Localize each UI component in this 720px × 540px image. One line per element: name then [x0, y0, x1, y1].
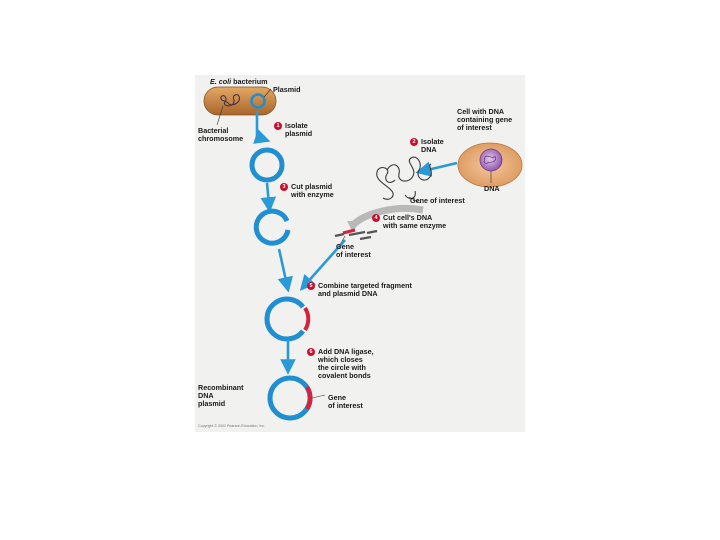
step-number: 5 [307, 282, 315, 290]
gene-of-interest-label-final: Gene of interest [328, 393, 363, 410]
recombinant-dna-figure: E. coli bacterium Plasmid Bacterial chro… [195, 75, 525, 432]
combined-plasmid [264, 296, 311, 342]
eukaryotic-cell [457, 142, 523, 188]
dna-label: DNA [484, 184, 500, 193]
plasmid-label: Plasmid [273, 85, 301, 94]
step-number: 2 [410, 138, 418, 146]
isolated-plasmid [249, 147, 285, 183]
nucleus-icon [479, 148, 503, 172]
ecoli-bacterium [203, 86, 277, 116]
gene-of-interest-label-fragment: Gene of interest [410, 196, 465, 205]
step-number: 3 [280, 183, 288, 191]
ecoli-bacterium-label: E. coli bacterium [210, 77, 268, 86]
step-number: 6 [307, 348, 315, 356]
bacterial-chromosome-label: Bacterial chromosome [198, 126, 244, 143]
bacterial-chromosome-icon [220, 94, 240, 107]
gene-of-interest-label-cut: Gene of interest [336, 242, 371, 259]
plasmid-icon [250, 93, 266, 109]
cell-with-dna-label: Cell with DNA containing gene of interes… [457, 107, 513, 132]
step-number: 4 [372, 214, 380, 222]
step-number: 1 [274, 122, 282, 130]
cut-plasmid [253, 208, 291, 246]
dna-fragments [334, 228, 378, 241]
recombinant-dna-plasmid-label: Recombinant DNA plasmid [198, 383, 244, 408]
tangled-dna [376, 156, 432, 200]
recombinant-plasmid [267, 375, 313, 421]
copyright-notice: Copyright © 2002 Pearson Education, Inc. [198, 424, 266, 428]
diagram-graphics [203, 86, 523, 421]
